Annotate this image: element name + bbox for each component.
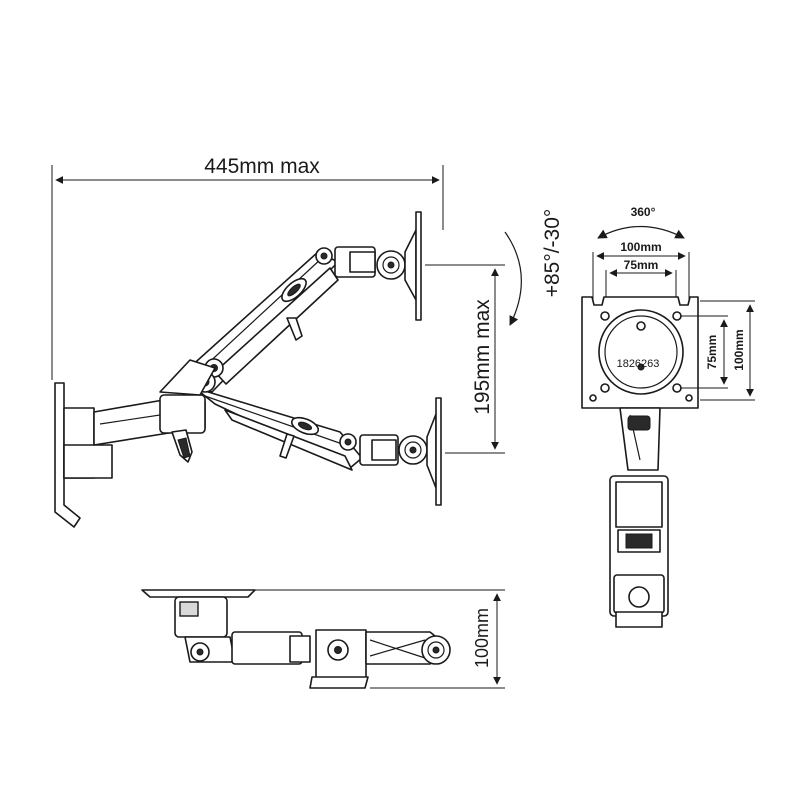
upper-tilt-head (334, 211, 422, 321)
lower-tilt-head (359, 397, 442, 506)
height-max-label: 195mm max (471, 299, 494, 415)
top-view: 100mm (141, 589, 505, 689)
vesa-plate: 1826263 (581, 296, 699, 409)
vesa-75-horizontal-label: 75mm (624, 258, 659, 272)
rotation-label: 360° (631, 205, 656, 219)
wall-plate (54, 382, 113, 528)
side-view: 445mm max (51, 155, 564, 528)
height-dimension: 195mm max (425, 264, 505, 454)
width-max-label: 445mm max (204, 155, 320, 178)
vesa-horizontal-dimensions: 100mm 75mm (592, 240, 690, 315)
tilt-label: +85°/-30° (541, 209, 564, 298)
tilt-indicator: +85°/-30° (504, 209, 564, 326)
rotation-indicator: 360° (597, 205, 685, 239)
front-view: 360° 100mm 75mm 1826263 (581, 205, 755, 628)
width-dimension: 445mm max (51, 155, 444, 380)
first-arm (93, 394, 206, 463)
lower-arm (159, 359, 363, 471)
plate-code: 1826263 (617, 358, 660, 370)
vesa-75-vertical-label: 75mm (705, 335, 719, 370)
vesa-vertical-dimensions: 75mm 100mm (680, 300, 755, 401)
vesa-100-horizontal-label: 100mm (620, 240, 661, 254)
depth-label: 100mm (472, 608, 492, 668)
vesa-100-vertical-label: 100mm (732, 329, 746, 370)
front-arm (609, 407, 669, 628)
